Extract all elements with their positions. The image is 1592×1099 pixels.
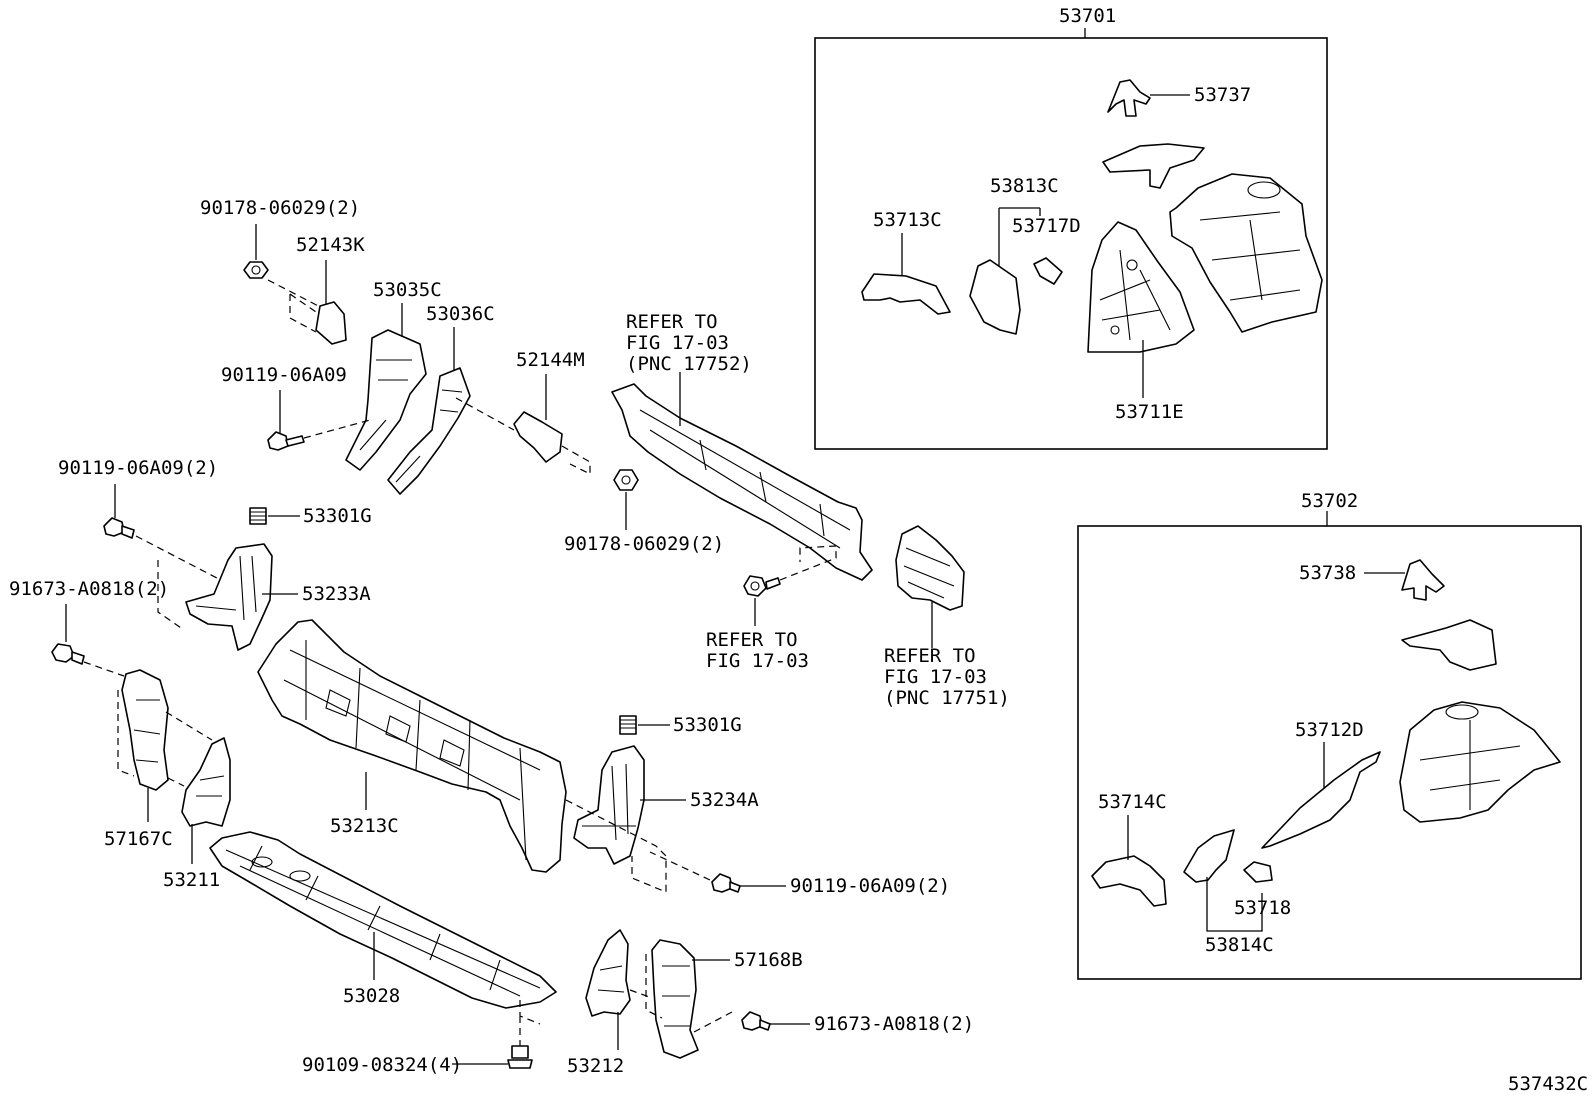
label-90119-06A09-right: 90119-06A09(2)	[790, 875, 950, 897]
part-53211	[181, 737, 231, 827]
part-53714C	[1091, 855, 1167, 907]
part-bolt-91673-right	[741, 1011, 771, 1031]
label-53301G-upper: 53301G	[303, 505, 372, 527]
part-bolt-ref-17-03	[743, 575, 781, 597]
label-90109-08324: 90109-08324(4)	[302, 1054, 462, 1076]
part-53737	[1107, 79, 1151, 117]
label-57168B: 57168B	[734, 949, 803, 971]
label-ref-17752-line3: (PNC 17752)	[626, 353, 752, 375]
label-53814C: 53814C	[1205, 934, 1274, 956]
part-57168B	[651, 939, 699, 1059]
label-90178-06029-lower: 90178-06029(2)	[564, 533, 724, 555]
label-ref-fig-line2: FIG 17-03	[706, 650, 809, 672]
label-53233A: 53233A	[302, 583, 371, 605]
assembly-box-53701	[814, 37, 1328, 450]
label-53717D: 53717D	[1012, 215, 1081, 237]
main-assembly-group: 90178-06029(2) 52143K 53035C 53036C 9011…	[9, 197, 1010, 1077]
label-90119-06A09-left: 90119-06A09(2)	[58, 457, 218, 479]
label-90119-06A09: 90119-06A09	[221, 364, 347, 386]
label-52143K: 52143K	[296, 234, 365, 256]
part-air-duct	[895, 525, 965, 611]
part-53717D	[1033, 257, 1063, 285]
label-53028: 53028	[343, 985, 400, 1007]
label-ref-17751-line1: REFER TO	[884, 645, 976, 667]
assembly-53701-group: 53701 53737 53711E 53713C 53813C 53717D	[814, 5, 1328, 450]
part-upper-bracket-53702	[1401, 619, 1497, 671]
label-53035C: 53035C	[373, 279, 442, 301]
part-nut-90178-top	[243, 261, 269, 279]
part-strut-tower-53701	[1169, 173, 1323, 333]
part-bolt-90119-left	[103, 517, 135, 539]
part-53035C	[345, 329, 427, 471]
label-53211: 53211	[163, 869, 220, 891]
part-strut-tower-53702	[1399, 701, 1561, 823]
label-53712D: 53712D	[1295, 719, 1364, 741]
part-bolt-90119-right	[711, 873, 741, 893]
part-53712D	[1261, 751, 1381, 849]
part-53718	[1243, 861, 1273, 883]
label-53301G-lower: 53301G	[673, 714, 742, 736]
diagram-code: 537432C	[1508, 1073, 1588, 1095]
part-53036C	[387, 367, 471, 495]
label-52144M: 52144M	[516, 349, 585, 371]
assembly-53702-group: 53702 53738 53712D 53714C 53718 53814C	[1077, 490, 1582, 980]
part-53301G-upper	[249, 507, 267, 525]
part-upper-bracket-53701	[1102, 143, 1205, 189]
part-radiator-support-bar	[611, 383, 873, 581]
part-53713C	[861, 273, 951, 315]
part-53213C	[257, 619, 567, 873]
label-57167C: 57167C	[104, 828, 173, 850]
label-53234A: 53234A	[690, 789, 759, 811]
label-91673-A0818-left: 91673-A0818(2)	[9, 578, 169, 600]
part-52144M	[513, 411, 563, 463]
label-53738: 53738	[1299, 562, 1356, 584]
label-90178-06029-top: 90178-06029(2)	[200, 197, 360, 219]
label-53713C: 53713C	[873, 209, 942, 231]
label-53701: 53701	[1059, 5, 1116, 27]
label-53718: 53718	[1234, 897, 1291, 919]
label-53702: 53702	[1301, 490, 1358, 512]
part-53301G-lower	[619, 715, 637, 735]
assembly-box-53702	[1077, 525, 1582, 980]
part-57167C	[121, 669, 169, 791]
part-53212	[585, 929, 631, 1017]
part-bolt-90109	[507, 1045, 533, 1069]
label-53714C: 53714C	[1098, 791, 1167, 813]
label-ref-17752-line1: REFER TO	[626, 311, 718, 333]
label-53212: 53212	[567, 1055, 624, 1077]
label-53711E: 53711E	[1115, 401, 1184, 423]
part-53813C	[969, 259, 1021, 335]
label-ref-17752-line2: FIG 17-03	[626, 332, 729, 354]
label-53036C: 53036C	[426, 303, 495, 325]
label-ref-17751-line2: FIG 17-03	[884, 666, 987, 688]
label-53813C: 53813C	[990, 175, 1059, 197]
part-53028	[209, 831, 557, 1009]
part-52143K	[315, 301, 347, 345]
part-53234A	[573, 745, 645, 865]
part-53814C	[1183, 829, 1235, 883]
label-53737: 53737	[1194, 84, 1251, 106]
label-ref-fig-line1: REFER TO	[706, 629, 798, 651]
part-bolt-91673-left	[51, 643, 85, 665]
label-ref-17751-line3: (PNC 17751)	[884, 687, 1010, 709]
part-53233A	[185, 543, 273, 651]
part-53738	[1401, 559, 1445, 601]
part-bolt-90119-upper	[267, 431, 305, 451]
label-53213C: 53213C	[330, 815, 399, 837]
label-91673-A0818-right: 91673-A0818(2)	[814, 1013, 974, 1035]
part-nut-90178-lower	[613, 469, 639, 491]
part-53711E	[1087, 221, 1195, 353]
